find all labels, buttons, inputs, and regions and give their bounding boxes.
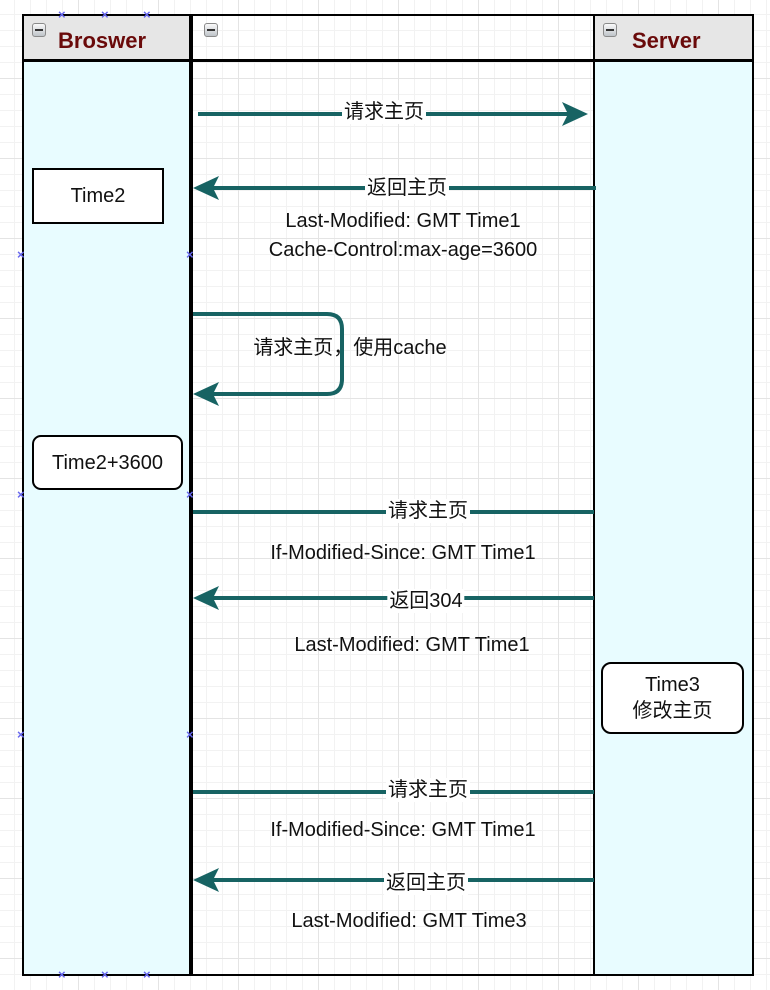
middle-lane-header[interactable] <box>191 15 594 62</box>
message-detail-2a: Last-Modified: GMT Time1 <box>285 210 521 232</box>
browser-lifeline <box>189 14 193 976</box>
message-label-1: 请求主页 <box>342 100 426 124</box>
browser-lane-title: Broswer <box>58 28 147 53</box>
message-label-6: 请求主页 <box>386 778 470 802</box>
selection-handle-icon[interactable]: × <box>17 727 25 742</box>
message-detail-7: Last-Modified: GMT Time3 <box>291 910 527 932</box>
note-time2-plus-text: Time2+3600 <box>52 451 163 474</box>
collapse-icon[interactable] <box>32 23 46 37</box>
message-label-3: 请求主页，使用cache <box>253 337 447 359</box>
arrowhead-icon <box>193 176 219 200</box>
message-detail-2b: Cache-Control:max-age=3600 <box>268 239 538 261</box>
pool-frame <box>22 14 754 976</box>
browser-lane-header[interactable]: Broswer <box>23 15 191 62</box>
selection-handle-icon[interactable]: × <box>17 487 25 502</box>
message-detail-6: If-Modified-Since: GMT Time1 <box>270 819 536 841</box>
message-label-7: 返回主页 <box>384 871 468 895</box>
message-detail-4: If-Modified-Since: GMT Time1 <box>270 542 536 564</box>
selection-handle-icon[interactable]: × <box>101 967 109 982</box>
selection-handle-icon[interactable]: × <box>58 7 66 22</box>
message-detail-5: Last-Modified: GMT Time1 <box>294 634 530 656</box>
arrowhead-icon <box>193 586 219 610</box>
selection-handle-icon[interactable]: × <box>143 967 151 982</box>
selection-handle-icon[interactable]: × <box>101 7 109 22</box>
server-lane-body <box>594 61 753 975</box>
collapse-icon[interactable] <box>603 23 617 37</box>
selection-handle-icon[interactable]: × <box>186 727 194 742</box>
server-lane-divider <box>593 14 595 976</box>
collapse-icon[interactable] <box>204 23 218 37</box>
message-label-2: 返回主页 <box>365 176 449 200</box>
message-label-4: 请求主页 <box>386 499 470 523</box>
selection-handle-icon[interactable]: × <box>17 247 25 262</box>
arrowhead-icon <box>193 868 219 892</box>
selection-handle-icon[interactable]: × <box>186 247 194 262</box>
message-arrow-3-self <box>193 312 344 396</box>
selection-handle-icon[interactable]: × <box>58 967 66 982</box>
note-time3-line1: Time3 <box>645 674 700 696</box>
message-label-5: 返回304 <box>387 589 465 613</box>
server-lane-header[interactable]: Server <box>594 15 753 62</box>
note-time2-plus-3600[interactable]: Time2+3600 <box>32 435 183 490</box>
arrowhead-icon <box>193 382 219 406</box>
note-time2[interactable]: Time2 <box>32 168 164 224</box>
note-time3-line2: 修改主页 <box>632 700 713 722</box>
arrowhead-icon <box>562 102 588 126</box>
note-time2-text: Time2 <box>70 185 126 207</box>
note-time3[interactable]: Time3 修改主页 <box>601 662 744 734</box>
server-lane-title: Server <box>632 28 701 53</box>
selection-handle-icon[interactable]: × <box>186 487 194 502</box>
selection-handle-icon[interactable]: × <box>143 7 151 22</box>
